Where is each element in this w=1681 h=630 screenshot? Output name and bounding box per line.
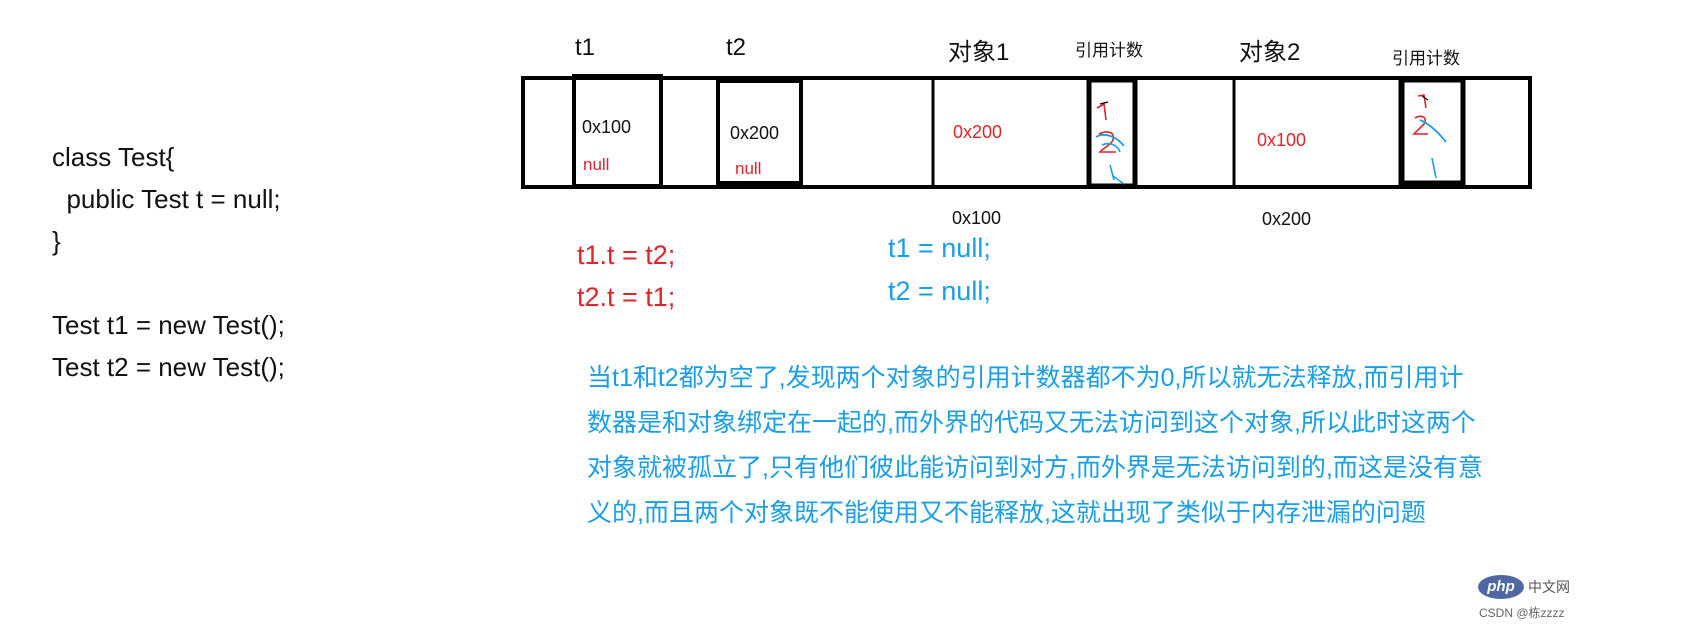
refcount2-scribbles [1412,94,1447,179]
t1-box [572,74,663,188]
explanation-line-2: 数器是和对象绑定在一起的,而外界的代码又无法访问到这个对象,所以此时这两个 [587,409,1476,437]
t1-value: 0x100 [582,117,632,137]
code-line-5: Test t2 = new Test(); [52,352,285,382]
explanation-line-1: 当t1和t2都为空了,发现两个对象的引用计数器都不为0,所以就无法释放,而引用计 [587,364,1464,392]
explanation-line-3: 对象就被孤立了,只有他们彼此能访问到对方,而外界是无法访问到的,而这是没有意 [587,454,1483,482]
t1-null: null [583,155,610,174]
object1-address: 0x100 [952,208,1002,228]
header-refcount1: 引用计数 [1075,41,1143,60]
header-object2: 对象2 [1239,39,1301,66]
php-logo: php [1478,575,1524,599]
statement-blue-2: t2 = null; [888,276,991,306]
refcount2-box [1399,77,1466,186]
code-line-4: Test t1 = new Test(); [52,310,285,340]
header-refcount2: 引用计数 [1392,49,1460,68]
statement-red-1: t1.t = t2; [577,240,676,270]
header-object1: 对象1 [948,39,1010,66]
code-line-1: class Test{ [52,142,175,172]
t2-box [716,79,803,185]
object2-value: 0x100 [1257,130,1307,150]
t2-value: 0x200 [730,123,780,143]
t2-null: null [735,159,762,178]
memory-strip [521,76,1532,189]
refcount1-scribbles [1095,101,1125,185]
object1-value: 0x200 [953,122,1003,142]
statement-blue-1: t1 = null; [888,233,991,263]
header-t1: t1 [575,34,596,61]
statement-red-2: t2.t = t1; [577,282,676,312]
watermark-site: 中文网 [1528,579,1570,595]
code-line-2: public Test t = null; [52,184,281,214]
header-t2: t2 [726,34,747,61]
refcount1-box [1086,77,1138,189]
watermark-credit: CSDN @栋zzzz [1479,606,1565,620]
object2-address: 0x200 [1262,209,1312,229]
code-line-3: } [52,226,61,256]
explanation-line-4: 义的,而且两个对象既不能使用又不能释放,这就出现了类似于内存泄漏的问题 [587,499,1426,527]
